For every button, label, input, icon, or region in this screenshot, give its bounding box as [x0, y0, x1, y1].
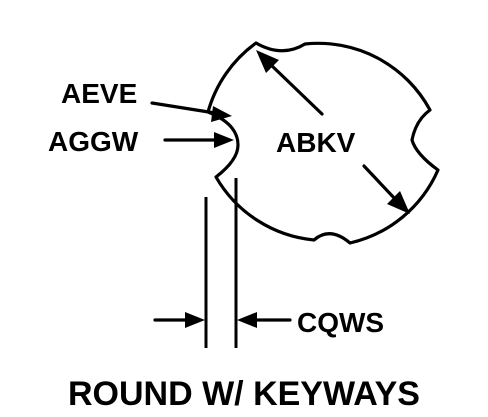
diagram-caption: ROUND W/ KEYWAYS: [68, 375, 420, 413]
key-width-dimension-arrows: [153, 312, 292, 328]
key-width-label: CQWS: [297, 307, 384, 338]
diameter-arrow: [256, 50, 410, 214]
diameter-label: ABKV: [276, 127, 356, 158]
round-body-outline: [206, 41, 440, 245]
width-leader-arrow: [163, 132, 234, 148]
width-label: AGGW: [48, 126, 139, 157]
depth-leader-arrow: [150, 101, 232, 122]
depth-label: AEVE: [61, 78, 137, 109]
